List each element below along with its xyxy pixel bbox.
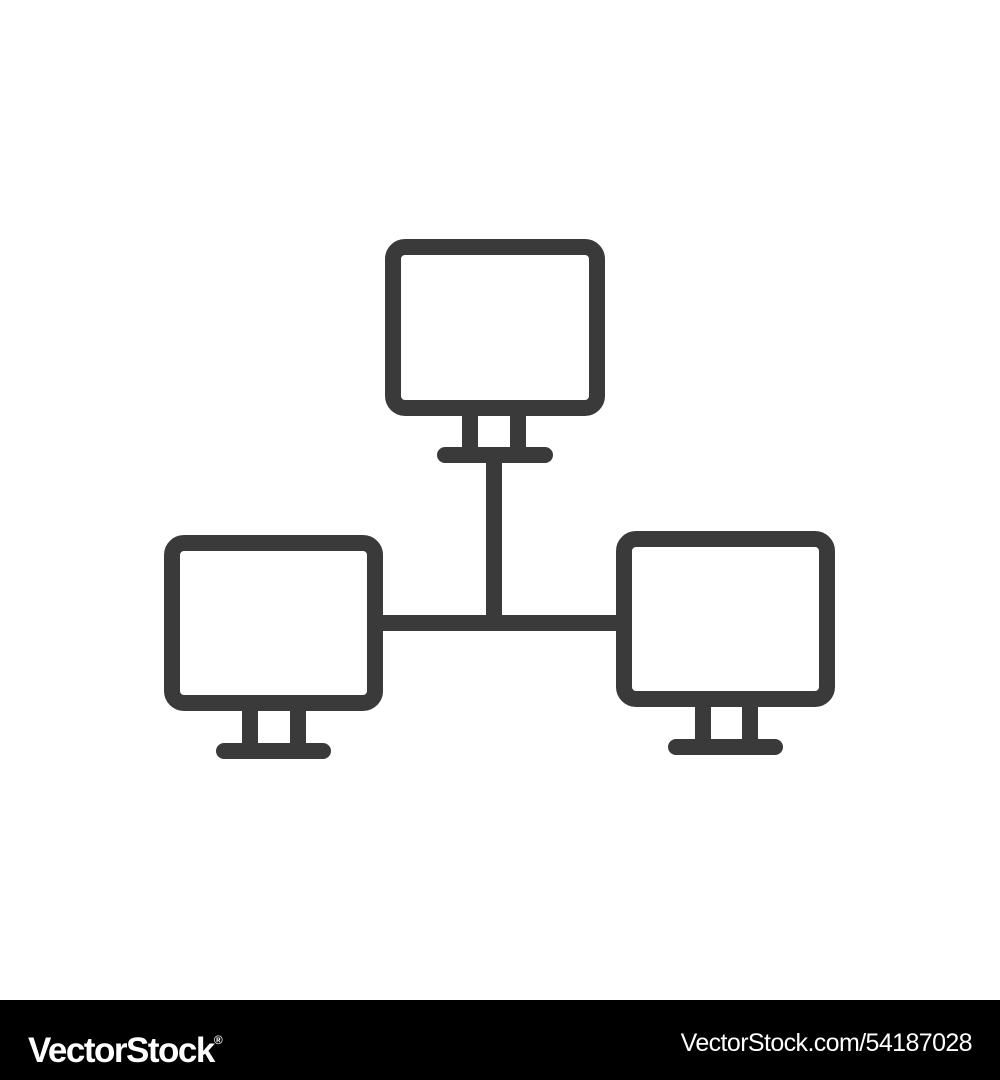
right-monitor-icon: [616, 531, 835, 755]
top-monitor-icon: [385, 239, 605, 463]
registered-mark: ®: [213, 1033, 223, 1047]
top-monitor-screen: [385, 239, 605, 416]
vectorstock-logo: VectorStock®: [28, 1018, 223, 1073]
brand-name: VectorStock: [28, 1031, 215, 1070]
network-connection-lines: [375, 447, 626, 631]
image-id: VectorStock.com/54187028: [680, 1029, 973, 1057]
right-monitor-screen: [616, 531, 835, 707]
left-monitor-screen: [164, 535, 383, 711]
computer-network-icon: [164, 239, 835, 759]
watermark-bar: VectorStock® VectorStock.com/54187028: [0, 1000, 1000, 1080]
left-monitor-icon: [164, 535, 383, 759]
illustration-canvas: [164, 239, 835, 759]
